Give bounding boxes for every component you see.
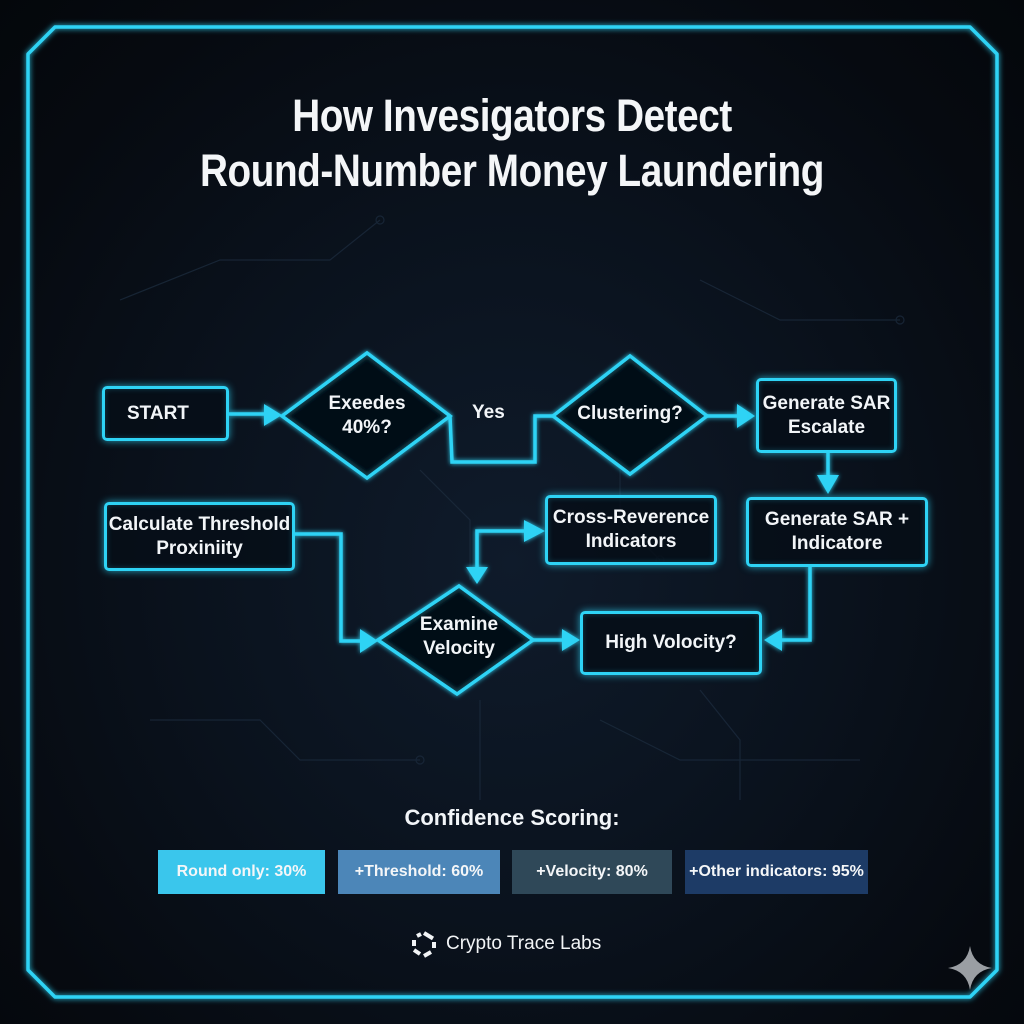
- node-label-line1: Calculate Threshold: [108, 513, 291, 535]
- title-line-2: Round-Number Money Laundering: [200, 145, 824, 196]
- node-label-line1: Generate SAR: [762, 392, 891, 414]
- score-round-only: Round only: 30%: [158, 850, 325, 894]
- diamond-label-line2: 40%?: [342, 417, 392, 438]
- node-start-label: START: [127, 402, 189, 424]
- arrow-head: [817, 475, 839, 494]
- diamond-examine-velocity-label: Examine Velocity: [420, 613, 498, 661]
- brand: Crypto Trace Labs: [410, 930, 601, 958]
- arrow-head: [360, 629, 378, 653]
- score-label: Round only: 30%: [176, 863, 307, 880]
- node-cross-reference: Cross-Reverence Indicators: [545, 495, 717, 565]
- node-label-line2: Proxiniity: [156, 537, 243, 559]
- score-label: +Threshold: 60%: [354, 863, 484, 880]
- arrow-head: [524, 520, 545, 542]
- node-start: START: [102, 386, 229, 441]
- outer-frame: [26, 25, 999, 999]
- edge-sar-indicators-to-high-velocity: [780, 567, 812, 642]
- score-threshold: +Threshold: 60%: [338, 850, 500, 894]
- arrow-head: [737, 404, 755, 428]
- sparkle-icon: [948, 946, 992, 990]
- diamond-label-line2: Velocity: [423, 638, 495, 659]
- node-label-line2: Indicators: [585, 531, 677, 552]
- arrow-head: [264, 404, 282, 426]
- arrow-head: [562, 629, 580, 651]
- score-label: +Velocity: 80%: [536, 863, 648, 880]
- node-calculate-threshold: Calculate Threshold Proxiniity: [104, 502, 295, 571]
- score-other-indicators: +Other indicators: 95%: [685, 850, 868, 894]
- edge-exceeds-yes-to-clustering: [448, 414, 553, 464]
- arrow-head: [764, 629, 782, 651]
- score-velocity: +Velocity: 80%: [512, 850, 672, 894]
- hexagon-logo-icon: [412, 931, 436, 958]
- edge-calculate-to-examine: [295, 532, 362, 643]
- circuit-traces: [119, 215, 905, 800]
- arrow-head: [466, 567, 488, 584]
- node-generate-sar-indicators: Generate SAR + Indicatore: [746, 497, 928, 567]
- diamond-clustering-label: Clustering?: [577, 402, 683, 426]
- node-label-line2: Escalate: [787, 416, 866, 438]
- diamond-exceeds-label: Exeedes 40%?: [328, 392, 405, 440]
- brand-name: Crypto Trace Labs: [446, 933, 602, 954]
- score-label: +Other indicators: 95%: [689, 863, 864, 880]
- diamond-label: Clustering?: [577, 403, 683, 424]
- node-high-velocity: High Volocity?: [580, 611, 762, 675]
- title-line-1: How Invesigators Detect: [292, 90, 732, 141]
- node-high-velocity-label: High Volocity?: [605, 632, 737, 653]
- confidence-title: Confidence Scoring:: [404, 805, 620, 830]
- node-label-line2: Indicatore: [791, 533, 883, 554]
- edge-examine-to-cross-reference: [475, 529, 527, 570]
- diamond-label-line1: Examine: [419, 614, 499, 635]
- edge-label-yes: Yes: [472, 402, 505, 423]
- node-generate-sar-escalate: Generate SAR Escalate: [756, 378, 897, 453]
- diamond-label-line1: Exeedes: [328, 393, 406, 414]
- node-label-line1: Cross-Reverence: [552, 507, 710, 528]
- node-label-line1: Generate SAR +: [764, 509, 910, 530]
